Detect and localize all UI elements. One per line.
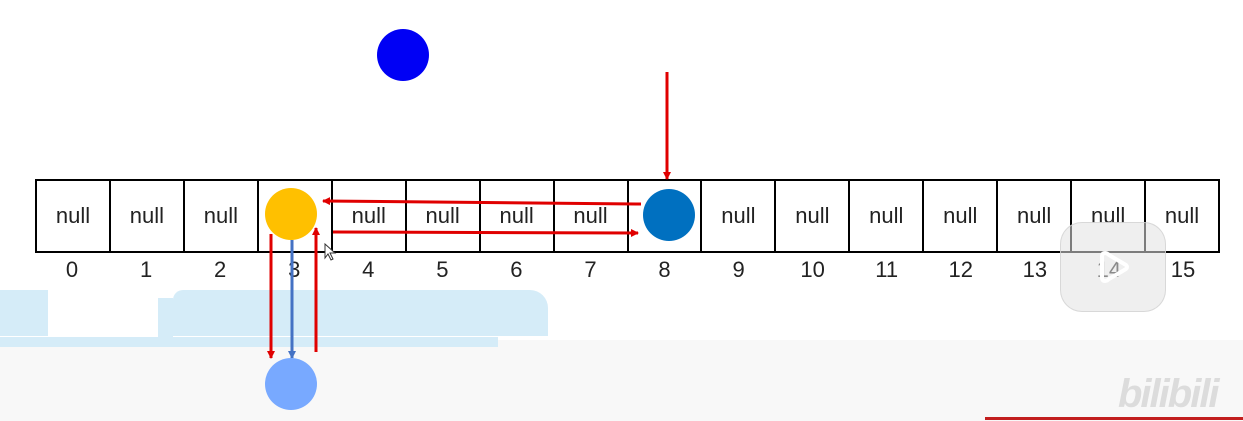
array-cell-2: null: [185, 181, 259, 251]
index-row: 0 1 2 3 4 5 6 7 8 9 10 11 12 13 14 15: [35, 257, 1220, 283]
index-label: 8: [658, 257, 671, 282]
play-button[interactable]: [1060, 222, 1166, 312]
background-artifact: [0, 337, 498, 347]
background-artifact: [0, 290, 48, 336]
array-cell-15: null: [1164, 203, 1200, 228]
array-cell-5: null: [407, 181, 481, 251]
array-cell-8: [629, 181, 703, 251]
bilibili-watermark: bilibili: [1118, 372, 1220, 416]
index-label: 0: [65, 257, 79, 282]
index-label: 13: [1022, 257, 1048, 282]
index-label: 9: [732, 257, 745, 282]
array-cell-9: null: [702, 181, 777, 251]
progress-line: [985, 417, 1243, 420]
array-cell-1: null: [111, 181, 185, 251]
array-cell-13: null: [998, 181, 1073, 251]
index-label: 5: [436, 257, 449, 282]
index-label: 11: [875, 257, 899, 282]
index-label: 15: [1170, 257, 1196, 282]
index-label: 3: [288, 257, 301, 282]
index-label: 4: [362, 257, 375, 282]
index-label: 6: [510, 257, 523, 282]
background-artifact: [158, 298, 173, 338]
index-label: 7: [584, 257, 597, 282]
array-cell-7: null: [555, 181, 629, 251]
play-icon: [1100, 251, 1129, 283]
lower-band: [0, 340, 1243, 421]
hash-array: null null null null null null null null …: [35, 179, 1220, 253]
index-label: 10: [800, 257, 825, 282]
array-cell-6: null: [481, 181, 555, 251]
array-cell-10: null: [776, 181, 851, 251]
index-label: 1: [139, 257, 153, 282]
array-cell-11: null: [850, 181, 925, 251]
array-cell-0: null: [37, 181, 111, 251]
array-cell-3: [259, 181, 333, 251]
top-blue-node: [377, 29, 429, 81]
index-label: 12: [948, 257, 974, 282]
index-label: 2: [214, 257, 227, 282]
array-cell-4: null: [333, 181, 407, 251]
array-cell-12: null: [924, 181, 999, 251]
background-artifact: [173, 290, 548, 336]
